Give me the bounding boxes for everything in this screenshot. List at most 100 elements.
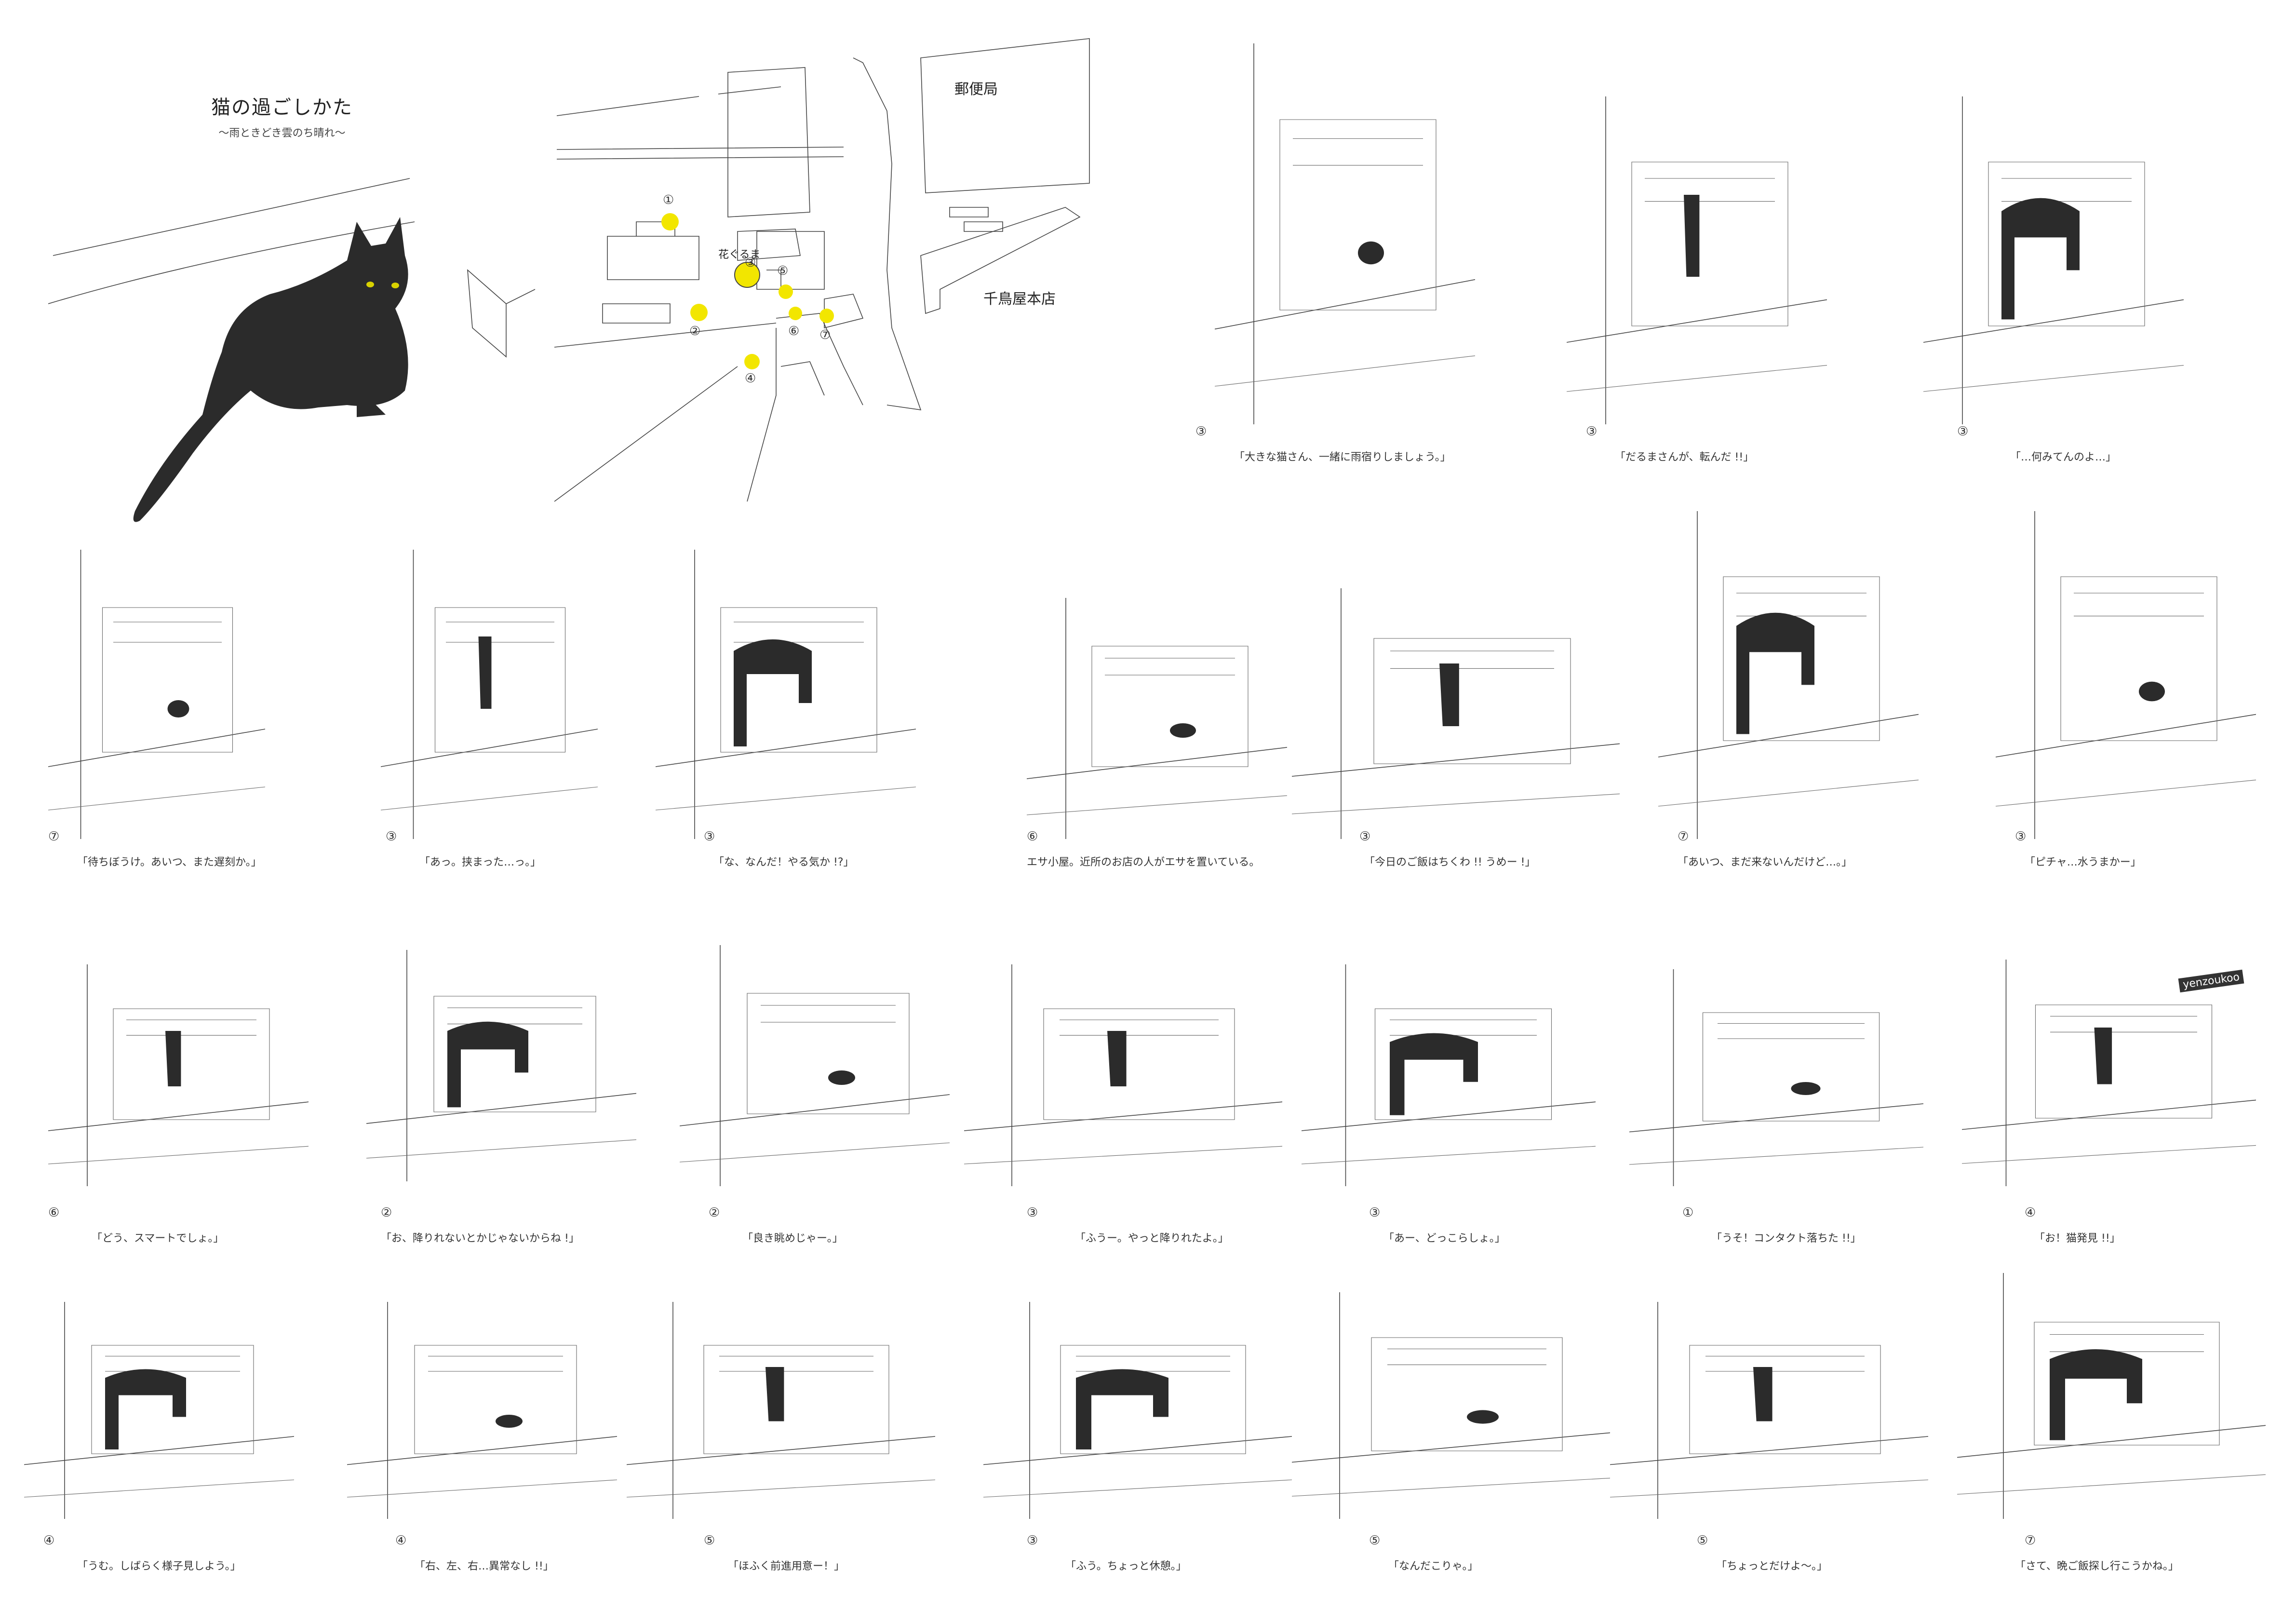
map-drawing: [554, 38, 1090, 502]
cat-silhouette: [734, 639, 812, 746]
panel-location-number: ③: [1027, 1205, 1038, 1220]
panel-caption: エサ小屋。近所のお店の人がエサを置いている。: [1027, 856, 1260, 868]
panel-caption: 「良き眺めじゃー。」: [742, 1232, 843, 1245]
panel-24: [1957, 1273, 2266, 1519]
cat-silhouette: [828, 1070, 855, 1085]
panel-10: [1996, 511, 2256, 839]
panel-location-number: ⑦: [1678, 829, 1689, 844]
panel-location-number: ⑤: [1697, 1533, 1708, 1548]
cat-silhouette: [1736, 612, 1814, 734]
panel-illustration: [1027, 598, 1287, 839]
panel-illustration: [347, 1302, 617, 1519]
panel-caption: 「うそ！コンタクト落ちた !!」: [1711, 1232, 1861, 1245]
panel-location-number: ③: [1369, 1205, 1381, 1220]
panel-location-number: ④: [43, 1533, 55, 1548]
panel-caption: 「なんだこりゃ。」: [1388, 1560, 1478, 1572]
cat-silhouette: [1390, 1033, 1478, 1115]
panel-caption: 「あー、どっこらしょ。」: [1383, 1232, 1505, 1245]
panel-illustration: [1962, 960, 2256, 1186]
panel-21: [983, 1302, 1292, 1519]
panel-13: [680, 945, 950, 1186]
map-marker-4: ④: [745, 371, 756, 386]
panel-illustration: [1292, 588, 1620, 839]
panel-location-number: ③: [1027, 1533, 1038, 1548]
cat-silhouette: [1753, 1367, 1772, 1421]
panel-location-number: ③: [1957, 424, 1969, 439]
neighborhood-map: 郵便局 千鳥屋本店 花ぐるま ① ② ⑤ ⑥ ⑦ ④ ③: [554, 29, 1142, 526]
panel-illustration: [627, 1302, 935, 1519]
map-marker-1: ①: [663, 193, 674, 207]
panel-illustration: [1658, 511, 1919, 839]
panel-location-number: ⑤: [1369, 1533, 1381, 1548]
panel-18: [24, 1302, 294, 1519]
panel-caption: 「待ちぼうけ。あいつ、また遅刻か。」: [77, 856, 262, 868]
panel-caption: 「な、なんだ！やる気か !?」: [713, 856, 854, 868]
panel-caption: 「ちょっとだけよ〜。」: [1716, 1560, 1828, 1572]
panel-caption: 「お、降りれないとかじゃないからね !」: [381, 1232, 579, 1245]
panel-illustration: [1215, 43, 1475, 424]
panel-illustration: [1292, 1292, 1610, 1519]
cat-silhouette: [496, 1415, 523, 1428]
panel-illustration: [1302, 964, 1596, 1186]
cat-silhouette: [2094, 1028, 2112, 1084]
panel-caption: 「ピチャ…水うまかー」: [2025, 856, 2141, 868]
panel-location-number: ⑥: [1027, 829, 1038, 844]
panel-location-number: ②: [709, 1205, 720, 1220]
cat-silhouette: [2139, 681, 2165, 702]
panel-location-number: ⑦: [2025, 1533, 2036, 1548]
panel-illustration: [1957, 1273, 2266, 1519]
map-marker-6: ⑥: [788, 324, 800, 338]
cat-silhouette: [1358, 241, 1384, 265]
panel-illustration: [1996, 511, 2256, 839]
panel-caption: 「…何みてんのよ…」: [2010, 451, 2117, 463]
map-label-store: 千鳥屋本店: [983, 291, 1056, 308]
map-label-hanakuruma: 花ぐるま: [718, 249, 761, 261]
map-marker-7: ⑦: [819, 328, 831, 342]
panel-9: [1658, 511, 1919, 839]
cat-silhouette: [167, 700, 189, 717]
cat-silhouette: [2001, 198, 2080, 320]
panel-20: [627, 1302, 935, 1519]
panel-location-number: ④: [2025, 1205, 2036, 1220]
panel-4: [48, 550, 265, 839]
cat-silhouette: [1467, 1410, 1499, 1424]
panel-location-number: ③: [386, 829, 397, 844]
cat-silhouette: [1107, 1031, 1127, 1086]
panel-illustration: [1629, 969, 1923, 1186]
cat-silhouette: [765, 1367, 784, 1421]
panel-5: [381, 550, 598, 839]
panel-location-number: ②: [381, 1205, 392, 1220]
cat-silhouette: [1684, 195, 1700, 277]
panel-caption: 「大きな猫さん、一緒に雨宿りしましょう。」: [1234, 451, 1451, 463]
panel-caption: 「あっ。挟まった…っ。」: [419, 856, 541, 868]
panel-location-number: ③: [1359, 829, 1371, 844]
page-subtitle: 〜雨ときどき雲のち晴れ〜: [218, 127, 346, 139]
panel-location-number: ③: [1586, 424, 1598, 439]
panel-caption: 「ほふく前進用意ー！」: [728, 1560, 845, 1572]
panel-caption: 「ふうー。やっと降りれたよ。」: [1075, 1232, 1229, 1245]
title-block: 猫の過ごしかた 〜雨ときどき雲のち晴れ〜: [174, 92, 390, 140]
panel-8: [1292, 588, 1620, 839]
panel-16: [1629, 969, 1923, 1186]
panel-illustration: [1567, 96, 1827, 424]
panel-illustration: [656, 550, 916, 839]
panel-illustration: [1923, 96, 2184, 424]
panel-caption: 「ふう。ちょっと休憩。」: [1065, 1560, 1187, 1572]
panel-location-number: ⑤: [704, 1533, 715, 1548]
page-title: 猫の過ごしかた: [211, 96, 353, 119]
panel-11: [48, 964, 309, 1186]
panel-caption: 「右、左、右…異常なし !!」: [415, 1560, 554, 1572]
map-label-post-office: 郵便局: [954, 81, 998, 98]
panel-caption: 「お！猫発見 !!」: [2034, 1232, 2121, 1245]
panel-location-number: ③: [2015, 829, 2027, 844]
panel-illustration: [48, 550, 265, 839]
panel-location-number: ⑥: [48, 1205, 60, 1220]
panel-illustration: [24, 1302, 294, 1519]
cat-silhouette: [1791, 1082, 1821, 1095]
panel-illustration: [680, 945, 950, 1186]
panel-location-number: ③: [1195, 424, 1207, 439]
cat-silhouette: [1076, 1369, 1168, 1449]
panel-illustration: [366, 950, 636, 1181]
panel-2: [1567, 96, 1827, 424]
panel-illustration: [48, 964, 309, 1186]
